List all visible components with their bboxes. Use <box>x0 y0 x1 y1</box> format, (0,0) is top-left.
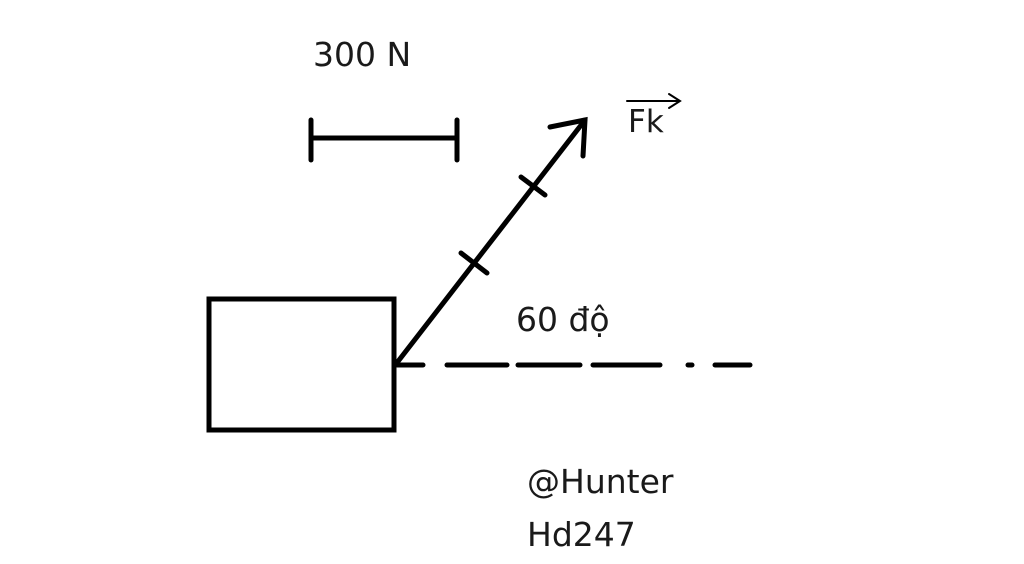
watermark-line-2: Hd247 <box>527 515 636 554</box>
scale-label: 300 N <box>313 35 412 74</box>
force-label: Fk <box>628 104 664 140</box>
block <box>206 296 397 433</box>
vector-arrow-over-label <box>626 93 682 109</box>
angle-label: 60 độ <box>516 300 610 339</box>
watermark-line-1: @Hunter <box>527 462 674 501</box>
scale-bar <box>308 117 460 163</box>
force-vector-arrow <box>393 116 588 367</box>
vector-tick <box>458 250 490 276</box>
vector-tick <box>518 174 548 198</box>
